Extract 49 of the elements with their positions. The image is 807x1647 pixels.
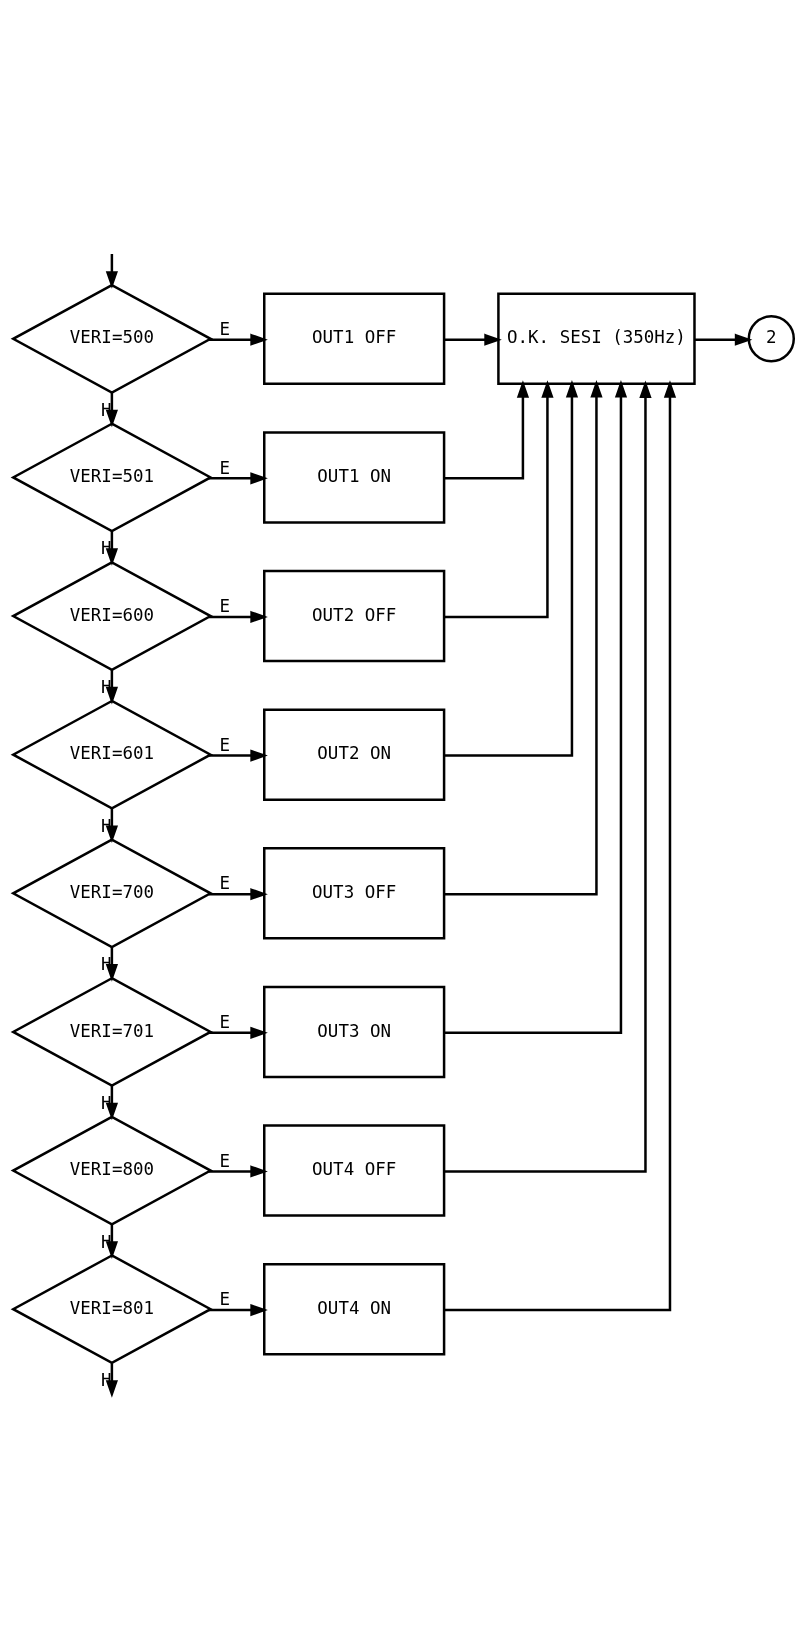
arrow — [444, 379, 652, 1173]
arrow — [694, 333, 753, 346]
node-diamond: VERI=601 — [10, 699, 214, 810]
arrow — [105, 946, 119, 982]
arrow — [209, 748, 268, 762]
node-box: OUT4 OFF — [263, 1123, 446, 1217]
node-diamond: VERI=801 — [10, 1253, 214, 1364]
edge-label: E — [219, 1011, 230, 1032]
arrow — [444, 379, 579, 757]
node-box: OUT4 ON — [263, 1262, 446, 1355]
node-box: OUT2 ON — [263, 708, 446, 801]
edge-label: E — [219, 734, 230, 755]
node-box: OUT1 ON — [263, 430, 446, 524]
arrow — [209, 1164, 268, 1178]
arrow — [105, 808, 119, 843]
node-box: OUT3 OFF — [263, 846, 446, 939]
node-box: O.K. SESI (350Hz) — [497, 292, 696, 385]
arrow — [444, 379, 677, 1311]
node-diamond: VERI=701 — [10, 976, 214, 1087]
edge-label: E — [219, 318, 230, 339]
arrow — [209, 471, 268, 484]
arrow — [105, 1362, 119, 1398]
arrow — [209, 887, 268, 900]
arrow — [209, 1303, 268, 1316]
arrow — [105, 1224, 119, 1259]
arrow — [209, 610, 268, 623]
arrow — [105, 530, 119, 566]
node-box: OUT1 OFF — [263, 292, 446, 385]
edge-label: E — [219, 872, 230, 893]
node-diamond: VERI=800 — [10, 1114, 214, 1226]
edge-label: E — [219, 1288, 230, 1309]
node-box: OUT2 OFF — [263, 569, 446, 662]
node-diamond: VERI=700 — [10, 837, 214, 948]
arrow — [444, 379, 554, 618]
arrow — [444, 379, 603, 895]
edge-label: E — [219, 595, 230, 616]
arrow — [444, 379, 530, 480]
node-diamond: VERI=500 — [10, 283, 214, 394]
arrow — [209, 1026, 268, 1039]
arrow — [105, 253, 119, 289]
node-diamond: VERI=501 — [10, 421, 214, 533]
arrow — [444, 379, 628, 1034]
arrow — [209, 333, 268, 346]
node-circle: 2 — [747, 314, 795, 363]
edge-label: E — [219, 457, 230, 478]
edge-label: E — [219, 1150, 230, 1171]
node-box: OUT3 ON — [263, 985, 446, 1078]
node-diamond: VERI=600 — [10, 560, 214, 671]
arrow — [444, 333, 502, 346]
